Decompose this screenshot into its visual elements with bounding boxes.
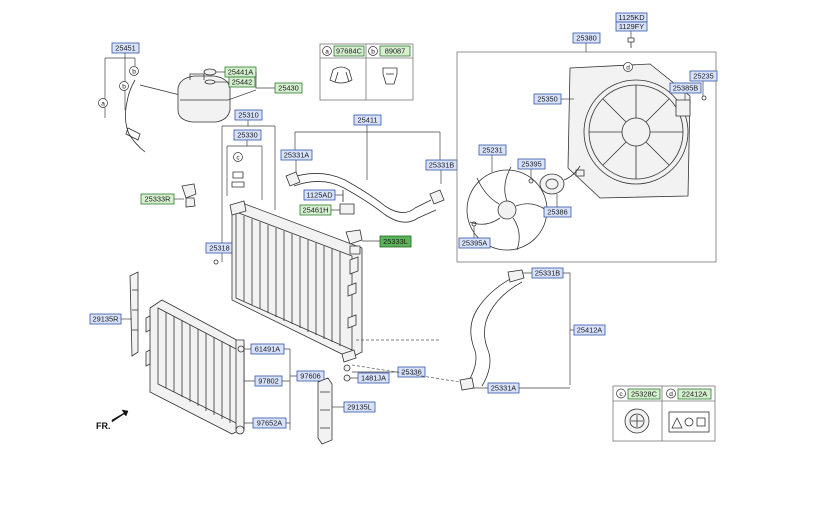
part-label-25235[interactable]: 25235 bbox=[693, 72, 714, 81]
label-box-25411 bbox=[353, 114, 382, 126]
part-label-25441A[interactable]: 25441A bbox=[228, 68, 254, 77]
part-label-25412A[interactable]: 25412A bbox=[577, 326, 603, 335]
warning-label-drawing bbox=[668, 411, 710, 433]
side-bracket-29135R bbox=[129, 271, 139, 357]
part-label-25395[interactable]: 25395 bbox=[521, 160, 542, 169]
callout-d-shroud: d bbox=[626, 64, 630, 71]
part-label-25380[interactable]: 25380 bbox=[576, 34, 597, 43]
part-label-25461H[interactable]: 25461H bbox=[303, 206, 329, 215]
part-label-25310[interactable]: 25310 bbox=[238, 111, 259, 120]
label-box-97684C bbox=[333, 45, 365, 57]
part-label-25442[interactable]: 25442 bbox=[232, 78, 253, 87]
label-box-1129FY bbox=[615, 21, 648, 32]
condenser-group: 29135R 61491A 97802 97606 97652A bbox=[89, 271, 325, 435]
part-label-61491A[interactable]: 61491A bbox=[255, 345, 281, 354]
part-label-25333R[interactable]: 25333R bbox=[145, 195, 171, 204]
label-box-25331A-top bbox=[280, 149, 313, 161]
part-label-25331A-top[interactable]: 25331A bbox=[284, 151, 310, 160]
overflow-hose-group: 25451 b b a bbox=[98, 42, 181, 153]
callout-c-cap: c bbox=[236, 154, 240, 161]
label-box-25235 bbox=[689, 70, 718, 82]
label-box-25310 bbox=[234, 109, 263, 121]
legend-box-ab: a 97684C b 89087 bbox=[319, 43, 414, 101]
label-box-25330 bbox=[233, 129, 262, 141]
part-label-25318[interactable]: 25318 bbox=[209, 244, 230, 253]
part-label-25451[interactable]: 25451 bbox=[115, 44, 136, 53]
callout-b-legend: b bbox=[371, 48, 375, 55]
part-label-25430[interactable]: 25430 bbox=[278, 84, 299, 93]
label-box-25328C bbox=[627, 388, 661, 400]
part-label-25411[interactable]: 25411 bbox=[357, 116, 377, 125]
part-label-25331B-top[interactable]: 25331B bbox=[429, 161, 455, 170]
part-label-25350[interactable]: 25350 bbox=[537, 95, 558, 104]
part-label-25330[interactable]: 25330 bbox=[237, 131, 258, 140]
clip-89087-drawing bbox=[382, 67, 398, 85]
front-orientation-indicator: FR. bbox=[96, 409, 129, 431]
part-label-25331A-bottom[interactable]: 25331A bbox=[491, 384, 517, 393]
reservoir-cap bbox=[203, 68, 217, 76]
part-label-29135R[interactable]: 29135R bbox=[93, 315, 119, 324]
part-label-25328C[interactable]: 25328C bbox=[631, 390, 658, 399]
side-bracket-29135L bbox=[317, 377, 333, 445]
label-box-25386 bbox=[543, 206, 572, 218]
reservoir-tank: 25441A 25442 25430 bbox=[177, 66, 303, 123]
label-box-25451 bbox=[111, 42, 140, 54]
part-label-22412A[interactable]: 22412A bbox=[682, 390, 708, 399]
lower-hose-group: 25331B 25412A 25331A bbox=[459, 267, 606, 394]
radiator-assy-group: 25310 25330 c 25333R 25318 bbox=[140, 109, 276, 265]
fan-assy-frame: 1125KD 1129FY 25380 d 25350 25235 25385B bbox=[456, 12, 718, 263]
part-label-97684C[interactable]: 97684C bbox=[336, 47, 363, 56]
callout-d-legend: d bbox=[669, 391, 673, 398]
part-label-1129FY[interactable]: 1129FY bbox=[619, 22, 644, 31]
part-label-1125KD[interactable]: 1125KD bbox=[618, 13, 644, 22]
part-label-97802[interactable]: 97802 bbox=[258, 377, 279, 386]
label-box-22412A bbox=[677, 388, 712, 400]
radiator-cap-drawing bbox=[624, 408, 650, 434]
part-label-25231[interactable]: 25231 bbox=[482, 146, 503, 155]
part-label-25333L[interactable]: 25333L bbox=[383, 237, 408, 246]
label-box-25231 bbox=[478, 144, 507, 156]
part-label-25331B-bottom[interactable]: 25331B bbox=[535, 269, 561, 278]
lower-mount-group: 1481JA 25336 29135L bbox=[317, 339, 461, 445]
part-label-1481JA[interactable]: 1481JA bbox=[361, 374, 386, 383]
part-label-25395A[interactable]: 25395A bbox=[462, 239, 488, 248]
front-arrow-icon bbox=[111, 409, 129, 423]
label-box-25395 bbox=[517, 158, 546, 170]
upper-hose-group: 25411 25331A 25331B 1125AD 25461H 25333L bbox=[280, 114, 458, 255]
radiator-fins bbox=[243, 216, 341, 346]
upper-hose bbox=[289, 173, 437, 223]
fan-motor bbox=[539, 165, 585, 195]
fan-resistor bbox=[675, 99, 691, 117]
legend-box-cd: c 25328C d 22412A bbox=[612, 385, 716, 442]
part-label-25336[interactable]: 25336 bbox=[401, 368, 422, 377]
label-box-25380 bbox=[572, 32, 601, 44]
lower-hose bbox=[467, 277, 523, 387]
label-box-25385B bbox=[669, 82, 702, 94]
part-label-97652A[interactable]: 97652A bbox=[257, 419, 283, 428]
part-label-97606[interactable]: 97606 bbox=[300, 372, 321, 381]
part-label-25385B[interactable]: 25385B bbox=[673, 84, 699, 93]
label-box-25395A bbox=[458, 237, 491, 249]
radiator-core bbox=[229, 200, 363, 363]
callout-c-legend: c bbox=[619, 391, 623, 398]
callout-b-hose: b bbox=[132, 68, 136, 75]
clip-97684C-drawing bbox=[329, 66, 353, 84]
part-label-1125AD[interactable]: 1125AD bbox=[306, 191, 332, 200]
label-box-89087 bbox=[379, 45, 411, 57]
callout-a-legend: a bbox=[325, 48, 329, 55]
label-box-25412A bbox=[573, 324, 606, 336]
part-label-89087[interactable]: 89087 bbox=[385, 47, 406, 56]
overflow-hose bbox=[125, 79, 181, 153]
callout-b-hose-2: b bbox=[122, 83, 126, 90]
callout-a-hose: a bbox=[101, 100, 105, 107]
front-label: FR. bbox=[96, 421, 111, 431]
label-box-25333L-highlighted bbox=[379, 235, 412, 248]
part-label-25386[interactable]: 25386 bbox=[547, 208, 568, 217]
fan-shroud bbox=[567, 63, 691, 199]
part-label-29135L[interactable]: 29135L bbox=[347, 403, 372, 412]
